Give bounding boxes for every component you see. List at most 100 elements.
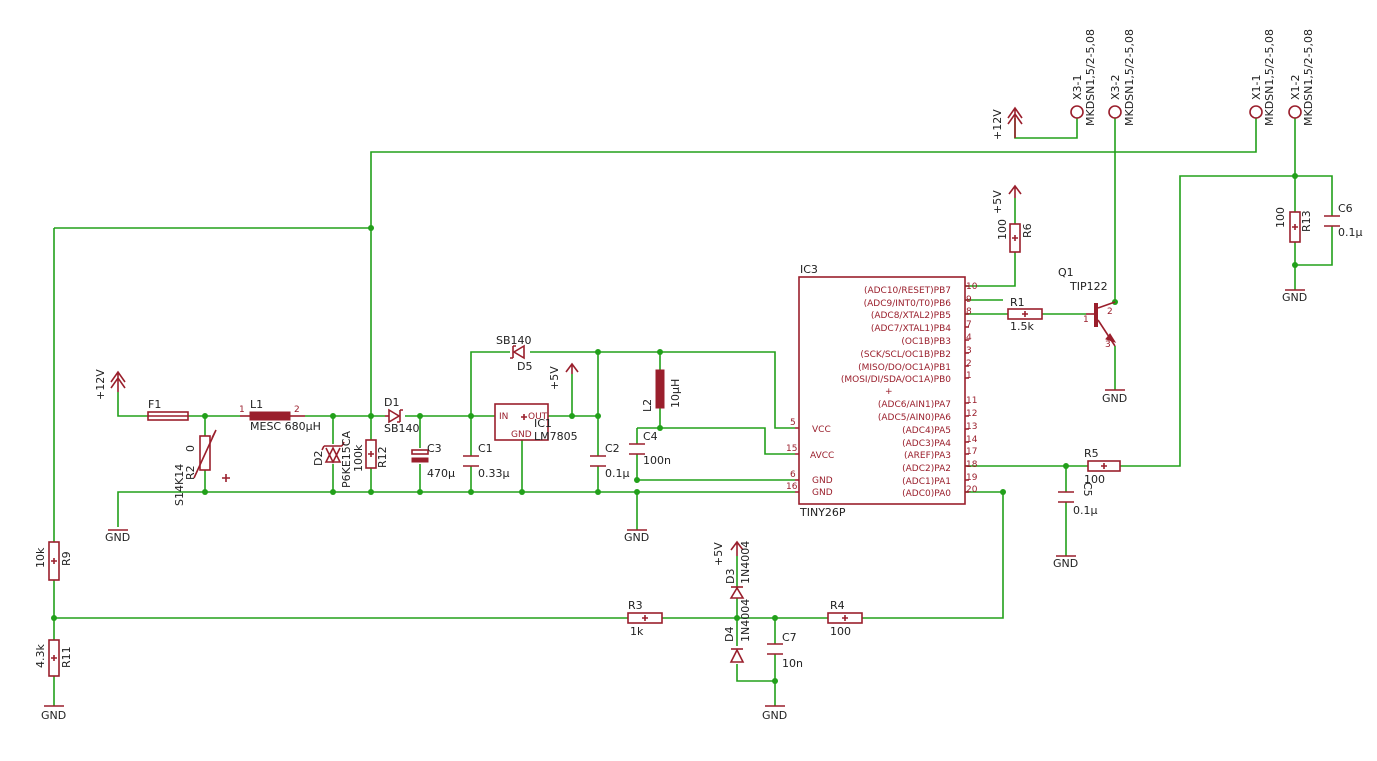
- part-value: 0.1µ: [1338, 226, 1363, 239]
- supply-p12-left: +12V: [94, 369, 126, 400]
- resistor-r9: 10k R9: [34, 541, 73, 581]
- part-name: D5: [517, 360, 532, 373]
- pin-number: 2: [1107, 307, 1113, 317]
- regulator-ic1: IN OUT GND IC1 LM7805: [494, 403, 578, 443]
- ic3-right-pins: (ADC10/RESET)PB7 10 (ADC9/INT0/T0)PB6 9 …: [841, 282, 978, 499]
- gnd-mid: GND: [624, 529, 649, 544]
- part-value: 0.33µ: [478, 467, 510, 480]
- capacitor-c7: C7 10n: [767, 631, 803, 670]
- resistor-r12: 100k R12: [352, 439, 389, 472]
- resistor-r13: 100 R13: [1274, 207, 1313, 243]
- supply-p12-top: +12V: [991, 106, 1023, 140]
- resistor-r1: R1 1.5k: [1007, 296, 1043, 333]
- supply-p5-r6: +5V: [991, 184, 1022, 214]
- part-value: 100k: [352, 444, 365, 472]
- part-name: R11: [60, 646, 73, 668]
- resistor-r3: R3 1k: [627, 599, 663, 638]
- part-name: D1: [384, 396, 399, 409]
- part-name: C3: [427, 442, 442, 455]
- part-name: R13: [1300, 210, 1313, 232]
- ic-pin-label: GND: [812, 488, 833, 498]
- ic-pin-label: (ADC2)PA2: [902, 464, 951, 474]
- ic-pin-number: 8: [966, 307, 972, 317]
- part-name: C1: [478, 442, 493, 455]
- part-name: R9: [60, 551, 73, 566]
- supply-label: +5V: [548, 366, 561, 390]
- part-value: 1.5k: [1010, 320, 1034, 333]
- capacitor-c3: C3 470µ: [411, 442, 455, 480]
- part-name: X1-1: [1250, 74, 1263, 100]
- ic-pin-number: 19: [966, 473, 978, 483]
- part-value: 100: [1084, 473, 1105, 486]
- part-value: 470µ: [427, 467, 455, 480]
- part-value: MESC 680µH: [250, 420, 321, 433]
- part-name: R3: [628, 599, 643, 612]
- diode-d4: D4 1N4004: [723, 599, 752, 663]
- ic-pin-label: (OC1B)PB3: [901, 337, 951, 347]
- pin-in: IN: [499, 412, 508, 422]
- part-name: X3-2: [1109, 74, 1122, 100]
- terminal-x1-2: X1-2 MKDSN1,5/2-5,08: [1288, 29, 1315, 126]
- ic-pin-number: 1: [966, 371, 972, 381]
- ic-pin-label: (ADC8/XTAL2)PB5: [871, 311, 951, 321]
- ic-pin-number: 17: [966, 447, 977, 457]
- ic-pin-label: (ADC6/AIN1)PA7: [878, 400, 951, 410]
- part-name: R2: [184, 465, 197, 480]
- part-name: D3: [724, 569, 737, 584]
- supply-p5-d3: +5V: [712, 540, 744, 566]
- ic-pin-number: 20: [966, 485, 978, 495]
- part-value: SB140: [384, 422, 420, 435]
- pin-number: 1: [239, 405, 245, 415]
- ic-pin-number: 7: [966, 320, 972, 330]
- ic-pin-label: (SCK/SCL/OC1B)PB2: [860, 350, 951, 360]
- capacitor-c5: C5 0.1µ: [1058, 482, 1098, 517]
- supply-label: +12V: [991, 109, 1004, 140]
- capacitor-c4: C4 100n: [629, 430, 671, 467]
- pin-gnd: GND: [511, 430, 532, 440]
- terminal-x1-1: X1-1 MKDSN1,5/2-5,08: [1249, 29, 1276, 126]
- gnd-label: GND: [1102, 392, 1127, 405]
- part-name: R5: [1084, 447, 1099, 460]
- ic-pin-label: AVCC: [810, 451, 834, 461]
- ic-pin-label: (ADC4)PA5: [902, 426, 951, 436]
- gnd-q1: GND: [1102, 389, 1127, 405]
- gnd-label: GND: [41, 709, 66, 722]
- junctions: [51, 173, 1298, 684]
- pin-out: OUT: [528, 412, 548, 422]
- part-name: C6: [1338, 202, 1353, 215]
- part-name: R4: [830, 599, 845, 612]
- ic-value: TINY26P: [799, 506, 846, 519]
- ic-pin-number: 10: [966, 282, 978, 292]
- part-value: 10n: [782, 657, 803, 670]
- tvs-diode-d2: D2 P6KE15CA: [312, 431, 353, 488]
- capacitor-c2: C2 0.1µ: [590, 442, 630, 480]
- fuse-f1: F1: [147, 398, 189, 421]
- gnd-label: GND: [1282, 291, 1307, 304]
- ic-pin-number: 13: [966, 422, 977, 432]
- diode-d3: D3 1N4004: [724, 541, 752, 599]
- gnd-label: GND: [105, 531, 130, 544]
- ic-pin-label: (MISO/DO/OC1A)PB1: [858, 363, 951, 373]
- gnd-c7: GND: [762, 705, 787, 722]
- ic-pin-number: 5: [790, 418, 796, 428]
- part-value: S14K14: [173, 464, 186, 506]
- ic-pin-label: (ADC3)PA4: [902, 439, 951, 449]
- resistor-r6: 100 R6: [996, 219, 1034, 253]
- part-name: IC1: [534, 417, 552, 430]
- part-value: 1N4004: [739, 541, 752, 584]
- resistor-r5: R5 100: [1084, 447, 1121, 486]
- part-name: C7: [782, 631, 797, 644]
- terminal-x3-2: X3-2 MKDSN1,5/2-5,08: [1108, 29, 1136, 126]
- part-value: 10µH: [669, 379, 682, 408]
- part-value: 100: [1274, 207, 1287, 228]
- part-value: 4.3k: [34, 644, 47, 668]
- ic-pin-number: 14: [966, 435, 978, 445]
- ic-pin-label: (ADC0)PA0: [902, 489, 951, 499]
- capacitor-c6: C6 0.1µ: [1324, 202, 1363, 239]
- pin-number: 1: [1083, 315, 1089, 325]
- capacitor-c1: C1 0.33µ: [463, 442, 510, 480]
- part-value: 10k: [34, 547, 47, 568]
- ic-pin-label: (ADC10/RESET)PB7: [864, 286, 951, 296]
- part-name: D4: [723, 627, 736, 642]
